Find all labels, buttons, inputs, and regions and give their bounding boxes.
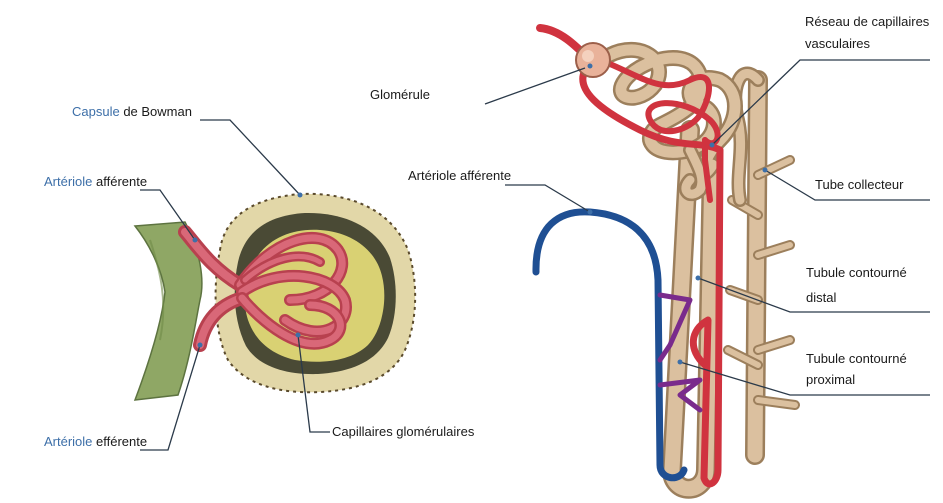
label-bowman-part1: Capsule [72, 104, 120, 119]
label-proximal-line1: Tubule contourné [806, 351, 907, 367]
nephron-illustration [536, 28, 795, 489]
label-capillary-network-line2: vasculaires [805, 36, 870, 52]
label-afferent-left-part2: afférente [92, 174, 147, 189]
glomerulus-ball [576, 43, 610, 77]
collecting-tube-shape [728, 74, 795, 455]
label-distal-line2: distal [806, 290, 836, 306]
bowman-capsule-illustration [135, 194, 415, 400]
label-afferent-arteriole-left: Artériole afférente [44, 174, 147, 190]
label-distal-line1: Tubule contourné [806, 265, 907, 281]
label-efferent-arteriole: Artériole efférente [44, 434, 147, 450]
label-glomerular-capillaries: Capillaires glomérulaires [332, 424, 474, 440]
leader-glomerulus [485, 68, 585, 104]
label-afferent-left-part1: Artériole [44, 174, 92, 189]
label-capillary-network-line1: Réseau de capillaires [805, 14, 929, 30]
label-collecting-tube: Tube collecteur [815, 177, 903, 193]
label-glomerulus: Glomérule [370, 87, 430, 103]
label-afferent-arteriole-right: Artériole afférente [408, 168, 511, 184]
leader-bowman [200, 120, 300, 195]
leader-afferent-right [505, 185, 590, 212]
label-efferent-part1: Artériole [44, 434, 92, 449]
label-proximal-line2: proximal [806, 372, 855, 388]
afferent-arteriole-blue-vessel [536, 212, 684, 478]
label-bowman-part2: de Bowman [120, 104, 192, 119]
label-efferent-part2: efférente [92, 434, 147, 449]
label-bowman-capsule: Capsule de Bowman [72, 104, 192, 120]
